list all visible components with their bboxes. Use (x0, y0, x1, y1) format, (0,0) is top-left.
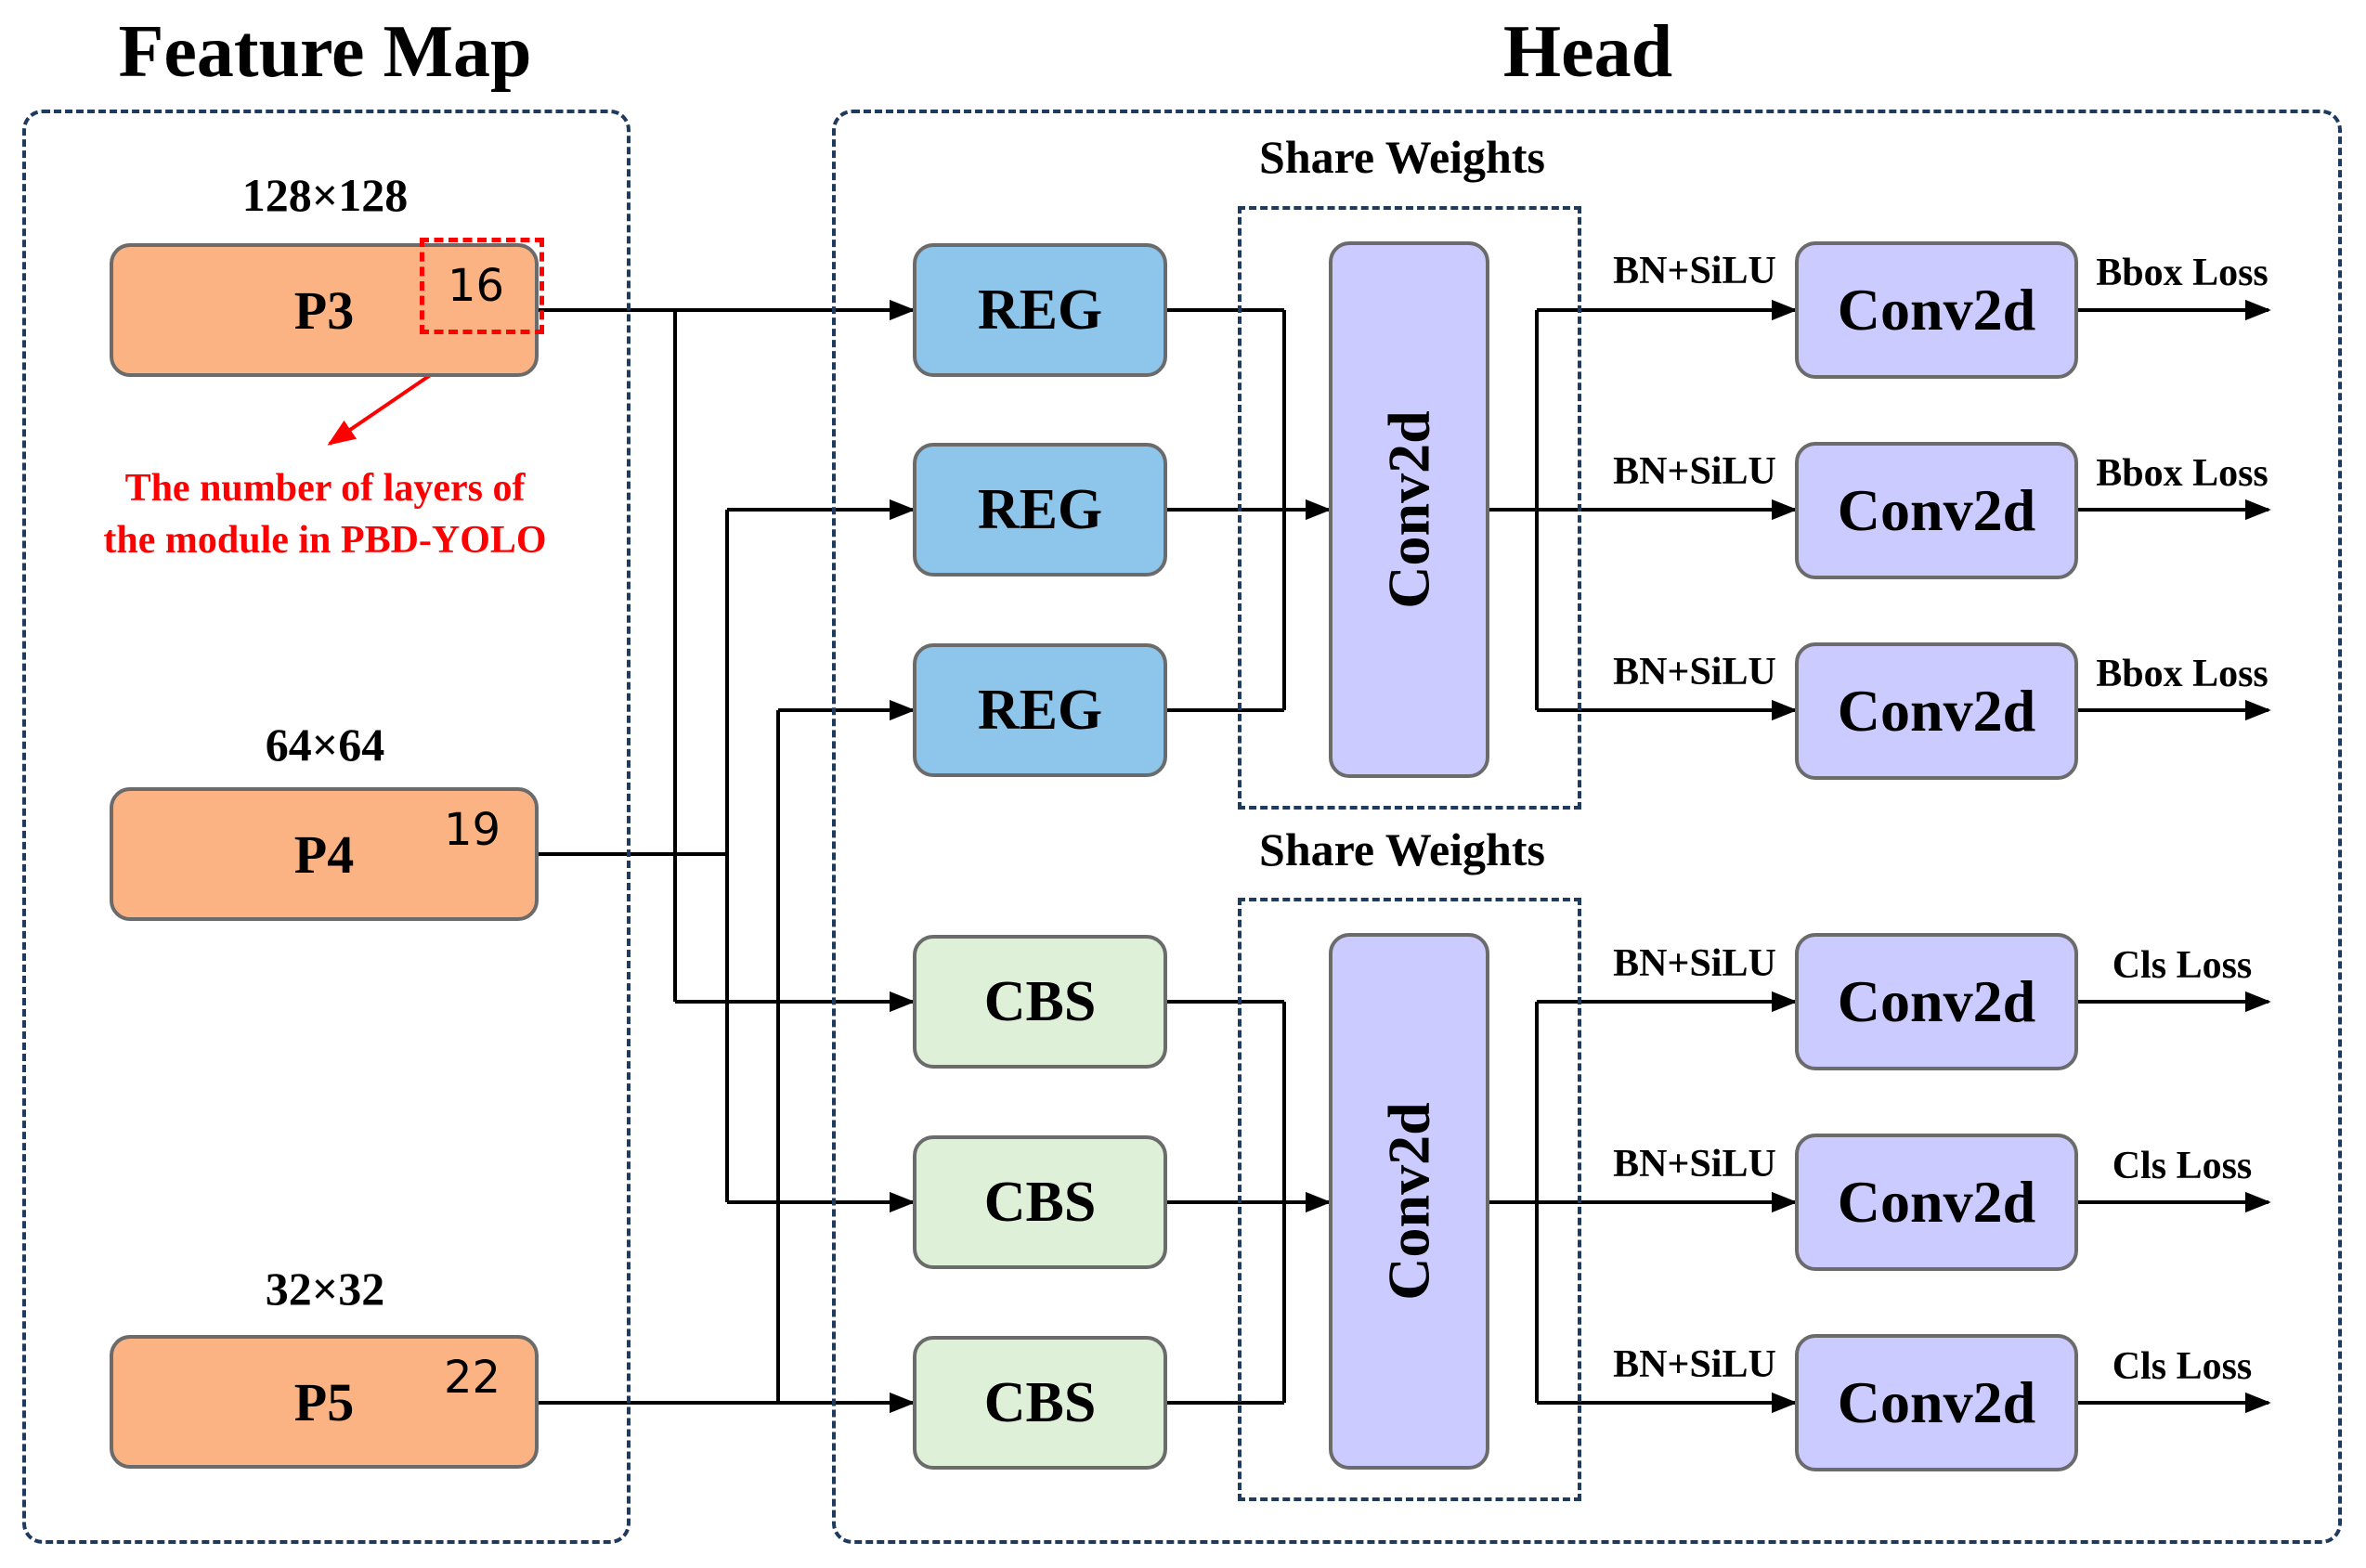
output-conv2d-2: Conv2d (1795, 442, 2078, 579)
p5-size-label: 32×32 (265, 1263, 385, 1315)
share-weights-box-top (1238, 206, 1581, 810)
bn-silu-label-2: BN+SiLU (1613, 450, 1776, 493)
output-conv2d-4: Conv2d (1795, 933, 2078, 1070)
feature-map-panel (22, 110, 630, 1544)
cbs-block-3: CBS (913, 1336, 1167, 1470)
shared-conv2d-top: Conv2d (1329, 241, 1489, 778)
annotation-line-2: the module in PBD-YOLO (103, 519, 547, 562)
annotation-text: The number of layers of the module in PB… (56, 462, 594, 566)
loss-label-2: Bbox Loss (2096, 452, 2268, 495)
cbs-block-1: CBS (913, 935, 1167, 1069)
p4-size-label: 64×64 (265, 719, 385, 771)
output-conv2d-6: Conv2d (1795, 1334, 2078, 1471)
layer-number-highlight (420, 238, 544, 334)
p4-box: P4 (110, 787, 539, 921)
p5-layer-number: 22 (444, 1352, 501, 1404)
annotation-line-1: The number of layers of (124, 467, 526, 510)
loss-label-6: Cls Loss (2112, 1345, 2253, 1388)
p4-layer-number: 19 (444, 804, 501, 856)
reg-block-1: REG (913, 243, 1167, 377)
shared-conv2d-bottom: Conv2d (1329, 933, 1489, 1470)
loss-label-3: Bbox Loss (2096, 653, 2268, 695)
p4-label: P4 (293, 823, 355, 885)
reg-block-2: REG (913, 443, 1167, 577)
bn-silu-label-6: BN+SiLU (1613, 1343, 1776, 1386)
cbs-block-2: CBS (913, 1135, 1167, 1269)
output-conv2d-3: Conv2d (1795, 642, 2078, 780)
p5-label: P5 (293, 1371, 355, 1432)
share-weights-label-bottom: Share Weights (1259, 823, 1545, 875)
share-weights-label-top: Share Weights (1259, 131, 1545, 183)
output-conv2d-5: Conv2d (1795, 1134, 2078, 1271)
share-weights-box-bottom (1238, 898, 1581, 1501)
bn-silu-label-4: BN+SiLU (1613, 942, 1776, 985)
bn-silu-label-3: BN+SiLU (1613, 651, 1776, 693)
head-panel (832, 110, 2342, 1544)
head-title: Head (1502, 11, 1673, 93)
p3-box: P3 (110, 243, 539, 377)
loss-label-4: Cls Loss (2112, 944, 2253, 987)
p3-layer-number: 16 (448, 260, 505, 312)
p5-box: P5 (110, 1335, 539, 1469)
reg-block-3: REG (913, 643, 1167, 777)
bn-silu-label-5: BN+SiLU (1613, 1143, 1776, 1186)
p3-label: P3 (293, 279, 355, 341)
feature-map-title: Feature Map (118, 11, 532, 93)
loss-label-1: Bbox Loss (2096, 252, 2268, 294)
p3-size-label: 128×128 (241, 169, 409, 221)
loss-label-5: Cls Loss (2112, 1145, 2253, 1187)
output-conv2d-1: Conv2d (1795, 241, 2078, 379)
bn-silu-label-1: BN+SiLU (1613, 250, 1776, 292)
